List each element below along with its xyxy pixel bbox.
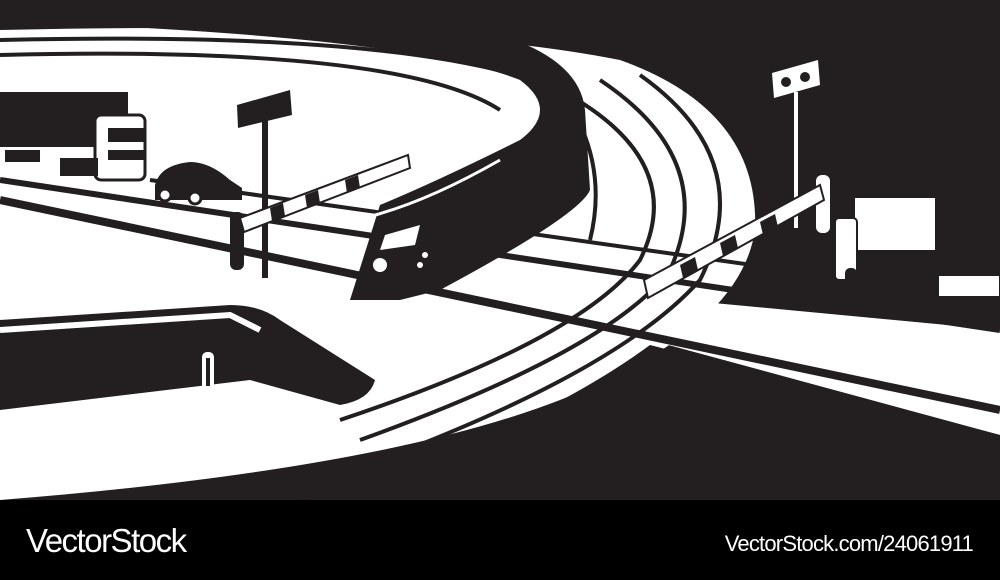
- image-reference: VectorStock.com/24061911: [724, 531, 974, 556]
- truck-right: [834, 196, 1000, 298]
- sign-post: [237, 90, 292, 278]
- brand-logo: VectorStock: [26, 522, 187, 559]
- maglev-train: [0, 17, 590, 410]
- barrier-gate-left: [230, 153, 412, 270]
- barrier-gate-right: [642, 183, 826, 300]
- truck-left: [0, 92, 147, 182]
- maglev-crossing-illustration: [0, 17, 1000, 500]
- watermark-footer: VectorStock VectorStock.com/24061911: [0, 500, 1000, 580]
- car: [155, 162, 242, 206]
